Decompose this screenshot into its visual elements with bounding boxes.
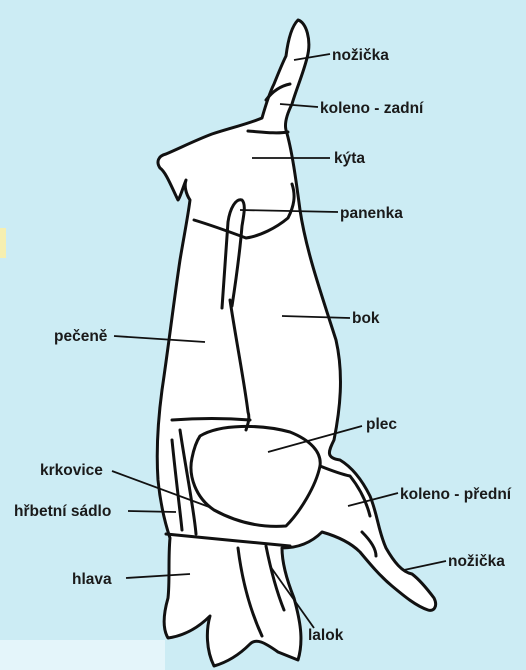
- cut-above-shoulder: [172, 419, 250, 421]
- label-nozicka-top: nožička: [332, 47, 389, 64]
- leader-nozicka-bottom: [404, 561, 446, 570]
- label-bok: bok: [352, 310, 380, 327]
- label-kyta: kýta: [334, 150, 365, 167]
- label-plec: plec: [366, 416, 397, 433]
- label-hrbetni-sadlo: hřbetní sádlo: [14, 503, 111, 520]
- label-koleno-predni: koleno - přední: [400, 486, 512, 503]
- cut-hind-leg: [248, 131, 288, 133]
- label-hlava: hlava: [72, 571, 112, 588]
- bottom-light-patch: [0, 640, 165, 670]
- edge-highlight: [0, 228, 6, 258]
- leader-hrbetni-sadlo: [128, 511, 176, 512]
- label-koleno-zadni: koleno - zadní: [320, 100, 424, 117]
- label-pecene: pečeně: [54, 328, 108, 345]
- label-nozicka-bottom: nožička: [448, 553, 505, 570]
- label-panenka: panenka: [340, 205, 403, 222]
- label-krkovice: krkovice: [40, 462, 103, 479]
- label-lalok: lalok: [308, 627, 344, 644]
